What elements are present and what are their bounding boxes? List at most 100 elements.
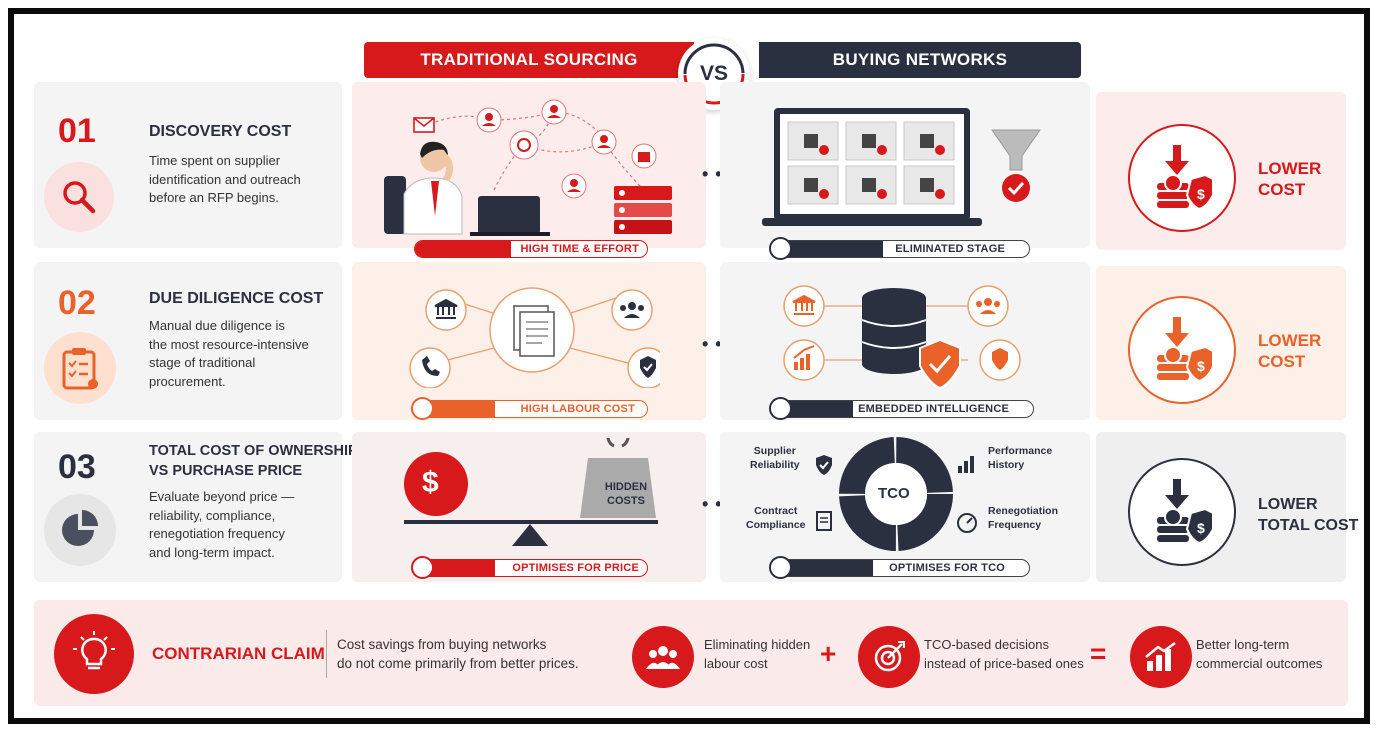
clock-icon xyxy=(411,556,434,579)
row3-title-line: VS PURCHASE PRICE xyxy=(149,463,303,479)
row3-traditional-meter: OPTIMISES FOR PRICE xyxy=(411,556,648,579)
document-icon xyxy=(816,511,832,531)
shield-check-icon xyxy=(816,455,832,475)
row2-desc-line: the most resource-intensive xyxy=(149,336,309,352)
hidden-costs-weight-label: HIDDEN COSTS xyxy=(588,480,664,508)
row1-title: DISCOVERY COST xyxy=(149,123,292,140)
weight-line: HIDDEN xyxy=(604,481,648,493)
plus-sign: + xyxy=(820,638,837,669)
row3-desc: Evaluate beyond price — reliability, com… xyxy=(149,488,294,562)
item-tco-based-decisions: TCO-based decisions instead of price-bas… xyxy=(924,635,1084,673)
row1-desc: Time spent on supplier identification an… xyxy=(149,152,301,208)
manual-documents-illustration xyxy=(409,287,660,388)
row3-title: TOTAL COST OF OWNERSHIP VS PURCHASE PRIC… xyxy=(149,441,358,481)
target-icon xyxy=(858,626,920,688)
row1-result-line: LOWER xyxy=(1258,159,1322,178)
contact-network-illustration xyxy=(413,99,657,199)
row2-number: 02 xyxy=(58,284,96,322)
traditional-sourcing-header: TRADITIONAL SOURCING xyxy=(364,42,694,78)
claim-statement: Cost savings from buying networks do not… xyxy=(337,635,579,673)
tco-label-line: Reliability xyxy=(750,459,800,471)
row2-traditional-label: HIGH LABOUR COST xyxy=(520,403,635,415)
row1-desc-line: before an RFP begins. xyxy=(149,190,279,205)
row2-desc: Manual due diligence is the most resourc… xyxy=(149,317,309,391)
tco-label-line: History xyxy=(988,459,1025,471)
claim-statement-line: Cost savings from buying networks xyxy=(337,637,547,652)
row2-result-line: COST xyxy=(1258,352,1306,371)
funnel-icon xyxy=(991,129,1041,202)
lightbulb-icon xyxy=(54,614,134,694)
embedded-intelligence-illustration xyxy=(783,285,1021,390)
row2-desc-line: Manual due diligence is xyxy=(149,318,285,333)
row1-desc-line: identification and outreach xyxy=(149,171,301,187)
tco-label-line: Supplier xyxy=(753,445,796,457)
clock-icon xyxy=(769,397,792,420)
row2-result: LOWER COST xyxy=(1258,330,1321,372)
row1-result-line: COST xyxy=(1258,180,1306,199)
traditional-sourcing-title: TRADITIONAL SOURCING xyxy=(420,50,638,69)
contrarian-claim-title: CONTRARIAN CLAIM xyxy=(152,644,325,663)
binders-stack-icon xyxy=(614,186,672,234)
tco-label-line: Performance xyxy=(988,445,1053,457)
buying-networks-header: BUYING NETWORKS xyxy=(759,42,1081,78)
item-line: commercial outcomes xyxy=(1196,656,1323,671)
item-better-outcomes: Better long-term commercial outcomes xyxy=(1196,635,1322,673)
row2-network-label: EMBEDDED INTELLIGENCE xyxy=(858,403,1009,415)
item-line: instead of price-based ones xyxy=(924,656,1084,671)
clock-icon xyxy=(769,237,792,260)
row3-result-line: TOTAL COST xyxy=(1258,517,1359,534)
row1-result: LOWER COST xyxy=(1258,158,1321,200)
row3-title-line: TOTAL COST OF OWNERSHIP xyxy=(149,443,358,459)
weight-line: COSTS xyxy=(607,495,645,507)
meter-fill xyxy=(773,560,873,576)
tco-donut-chart xyxy=(839,437,953,551)
clipboard-icon xyxy=(44,332,116,404)
tco-label-line: Frequency xyxy=(988,519,1042,531)
meter-fill xyxy=(773,241,883,257)
clock-icon xyxy=(769,556,792,579)
bar-chart-icon xyxy=(958,456,974,473)
row3-network-label: OPTIMISES FOR TCO xyxy=(889,562,1005,574)
row3-desc-line: reliability, compliance, xyxy=(149,507,276,523)
claim-divider xyxy=(326,630,327,678)
tco-label-line: Compliance xyxy=(746,519,806,531)
row1-traditional-meter: HIGH TIME & EFFORT xyxy=(414,240,648,258)
meter-fill xyxy=(773,401,853,417)
row2-title: DUE DILIGENCE COST xyxy=(149,290,324,307)
clock-icon xyxy=(411,397,434,420)
row1-network-label: ELIMINATED STAGE xyxy=(895,243,1005,255)
growth-chart-icon xyxy=(1130,626,1192,688)
row2-network-meter: EMBEDDED INTELLIGENCE xyxy=(769,397,1034,420)
meter-fill xyxy=(415,401,495,417)
pie-chart-icon xyxy=(44,494,116,566)
svg-text:$: $ xyxy=(1197,186,1205,202)
tco-label-line: Contract xyxy=(754,505,798,517)
item-eliminating-hidden-labour: Eliminating hidden labour cost xyxy=(704,635,810,673)
magnifier-icon xyxy=(44,162,114,232)
row1-network-meter: ELIMINATED STAGE xyxy=(769,237,1030,260)
row3-desc-line: Evaluate beyond price — xyxy=(149,489,295,504)
item-line: labour cost xyxy=(704,656,768,671)
item-line: TCO-based decisions xyxy=(924,637,1049,652)
row1-number: 01 xyxy=(58,112,96,150)
row3-desc-line: and long-term impact. xyxy=(149,544,275,560)
equals-sign: = xyxy=(1090,638,1107,669)
money-shield-icon: $ xyxy=(1128,296,1236,404)
row2-result-line: LOWER xyxy=(1258,331,1322,350)
row1-desc-line: Time spent on supplier xyxy=(149,153,281,168)
money-shield-icon: $ xyxy=(1128,124,1236,232)
row2-desc-line: stage of traditional xyxy=(149,355,256,370)
buying-networks-title: BUYING NETWORKS xyxy=(832,50,1008,69)
team-icon xyxy=(632,626,694,688)
money-shield-icon: $ xyxy=(1128,458,1236,566)
svg-text:$: $ xyxy=(1197,520,1205,536)
gauge-icon xyxy=(957,513,977,533)
laptop-supplier-grid-illustration xyxy=(762,108,982,226)
tco-label-line: Renegotiation xyxy=(988,505,1058,517)
meter-fill xyxy=(415,560,495,576)
row3-network-meter: OPTIMISES FOR TCO xyxy=(769,556,1030,579)
